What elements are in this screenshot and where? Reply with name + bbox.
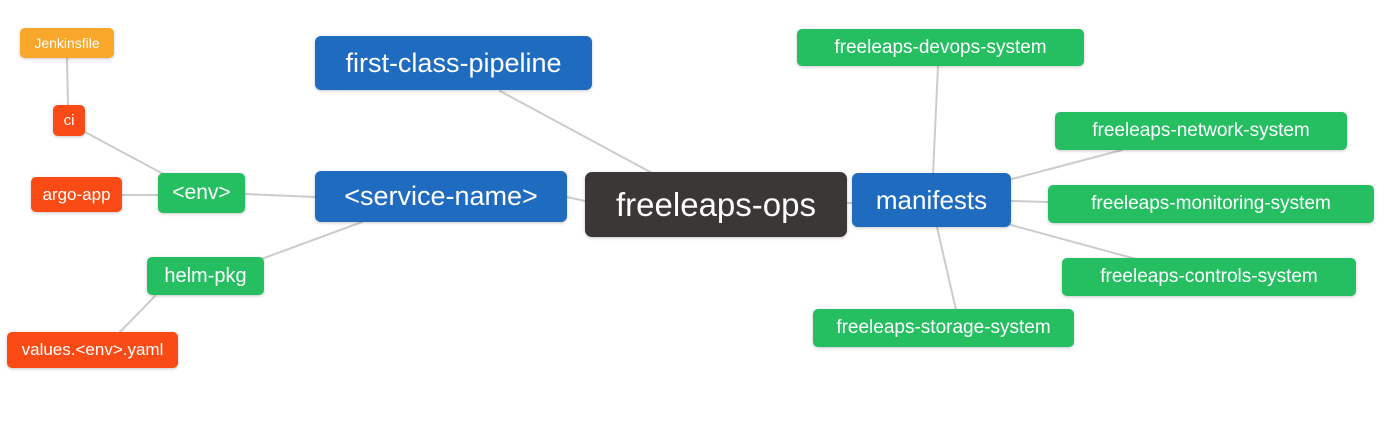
node-manifests[interactable]: manifests: [852, 173, 1011, 227]
node-jenkinsfile[interactable]: Jenkinsfile: [20, 28, 114, 58]
node-service-name[interactable]: <service-name>: [315, 171, 567, 222]
edge-first-class-pipeline-ops: [499, 90, 653, 174]
node-values-env-yaml[interactable]: values.<env>.yaml: [7, 332, 178, 368]
node-ci[interactable]: ci: [53, 105, 85, 136]
node-argo-app[interactable]: argo-app: [31, 177, 122, 212]
edge-manifests-storage-system: [936, 226, 957, 311]
node-env[interactable]: <env>: [158, 173, 245, 213]
node-freeleaps-storage-system[interactable]: freeleaps-storage-system: [813, 309, 1074, 347]
edge-values-helm-pkg: [117, 295, 156, 335]
node-freeleaps-devops-system[interactable]: freeleaps-devops-system: [797, 29, 1084, 66]
edge-env-service-name: [244, 193, 316, 198]
node-freeleaps-monitoring-system[interactable]: freeleaps-monitoring-system: [1048, 185, 1374, 223]
node-freeleaps-ops[interactable]: freeleaps-ops: [585, 172, 847, 237]
edge-manifests-devops-system: [932, 65, 939, 175]
edge-helm-pkg-service-name: [255, 221, 363, 262]
node-first-class-pipeline[interactable]: first-class-pipeline: [315, 36, 592, 90]
edge-service-name-ops: [566, 196, 586, 202]
node-freeleaps-network-system[interactable]: freeleaps-network-system: [1055, 112, 1347, 150]
node-helm-pkg[interactable]: helm-pkg: [147, 257, 264, 295]
node-freeleaps-controls-system[interactable]: freeleaps-controls-system: [1062, 258, 1356, 296]
edge-manifests-network-system: [1011, 149, 1123, 180]
edge-manifests-monitoring-system: [1010, 200, 1049, 203]
edge-jenkinsfile-ci: [66, 57, 69, 106]
edge-manifests-controls-system: [1010, 224, 1137, 260]
